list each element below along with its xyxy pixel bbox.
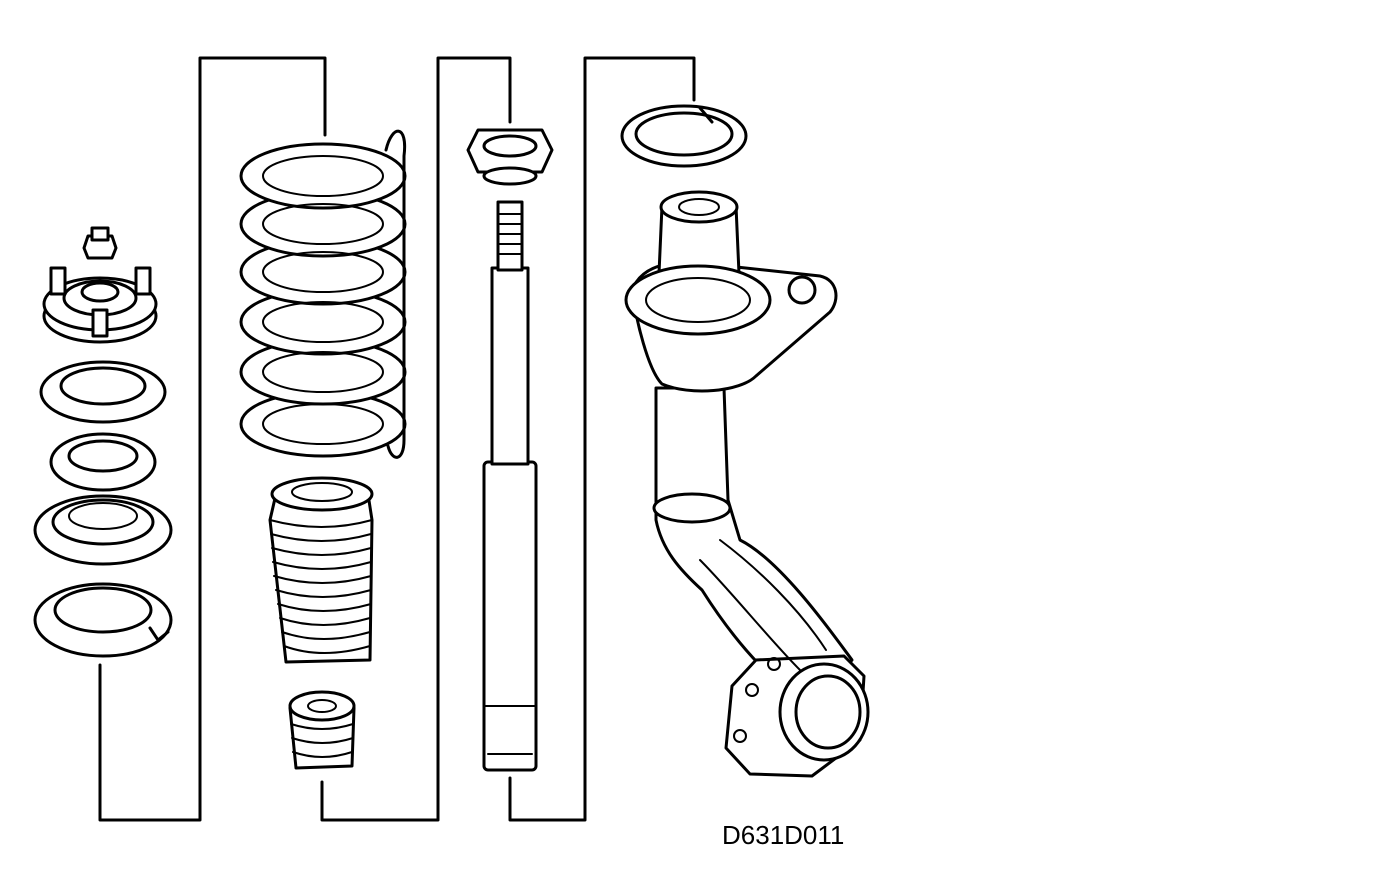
bump-stop <box>288 690 356 770</box>
mount-nut <box>82 226 118 260</box>
group-connector-lines <box>98 56 696 822</box>
spring-seat-ring <box>620 104 748 168</box>
top-mount <box>42 266 158 344</box>
thrust-bearing <box>49 432 157 492</box>
figure-code: D631D011 <box>722 820 845 850</box>
spring-insulator <box>33 582 173 658</box>
shock-absorber <box>482 200 538 772</box>
bearing-washer <box>39 360 167 424</box>
upper-spring-seat <box>33 494 173 566</box>
coil-spring <box>239 129 407 459</box>
dust-boot <box>268 476 374 664</box>
gland-nut <box>466 128 554 186</box>
strut-housing-knuckle <box>624 190 870 778</box>
